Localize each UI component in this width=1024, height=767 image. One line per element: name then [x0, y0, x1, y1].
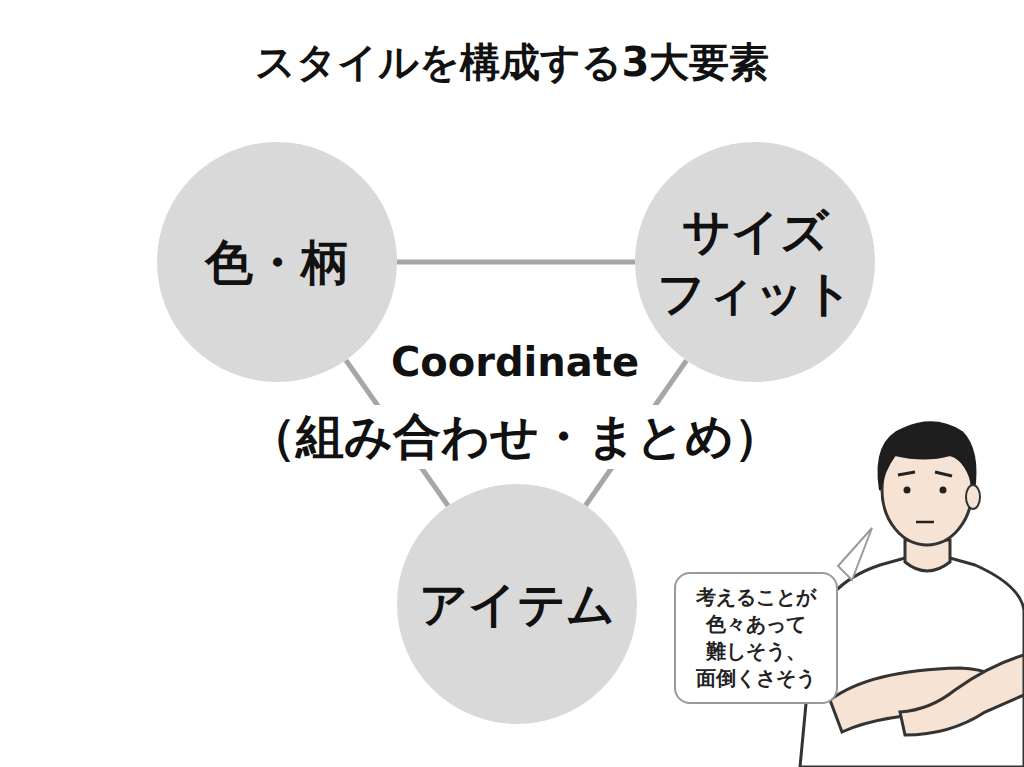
arm — [900, 655, 1024, 735]
element-label: サイズ フィット — [653, 200, 857, 325]
diagram-title: スタイルを構成する3大要素 — [255, 35, 770, 90]
brow — [935, 472, 952, 476]
brow — [898, 472, 915, 475]
mouth — [916, 521, 934, 524]
ear — [966, 485, 980, 509]
circle-fill — [397, 484, 637, 724]
center-label: Coordinate — [387, 339, 643, 385]
element-label: アイテム — [419, 573, 615, 635]
circle-fill — [635, 142, 875, 382]
circle-outline — [635, 142, 875, 382]
eye — [904, 487, 911, 494]
eye — [940, 487, 947, 494]
hair — [878, 422, 975, 492]
speech-bubble: 考えることが 色々あって 難しそう、 面倒くさそう — [674, 572, 838, 704]
connector-line — [397, 260, 635, 265]
element-circle: 色・柄 — [157, 142, 397, 382]
element-circle: サイズ フィット — [635, 142, 875, 382]
center-label: （組み合わせ・まとめ） — [244, 405, 786, 469]
bubble-tail — [838, 528, 872, 580]
circle-fill — [157, 142, 397, 382]
speech-text: 考えることが 色々あって 難しそう、 面倒くさそう — [690, 584, 822, 692]
element-label: 色・柄 — [205, 231, 349, 293]
element-circle: アイテム — [397, 484, 637, 724]
